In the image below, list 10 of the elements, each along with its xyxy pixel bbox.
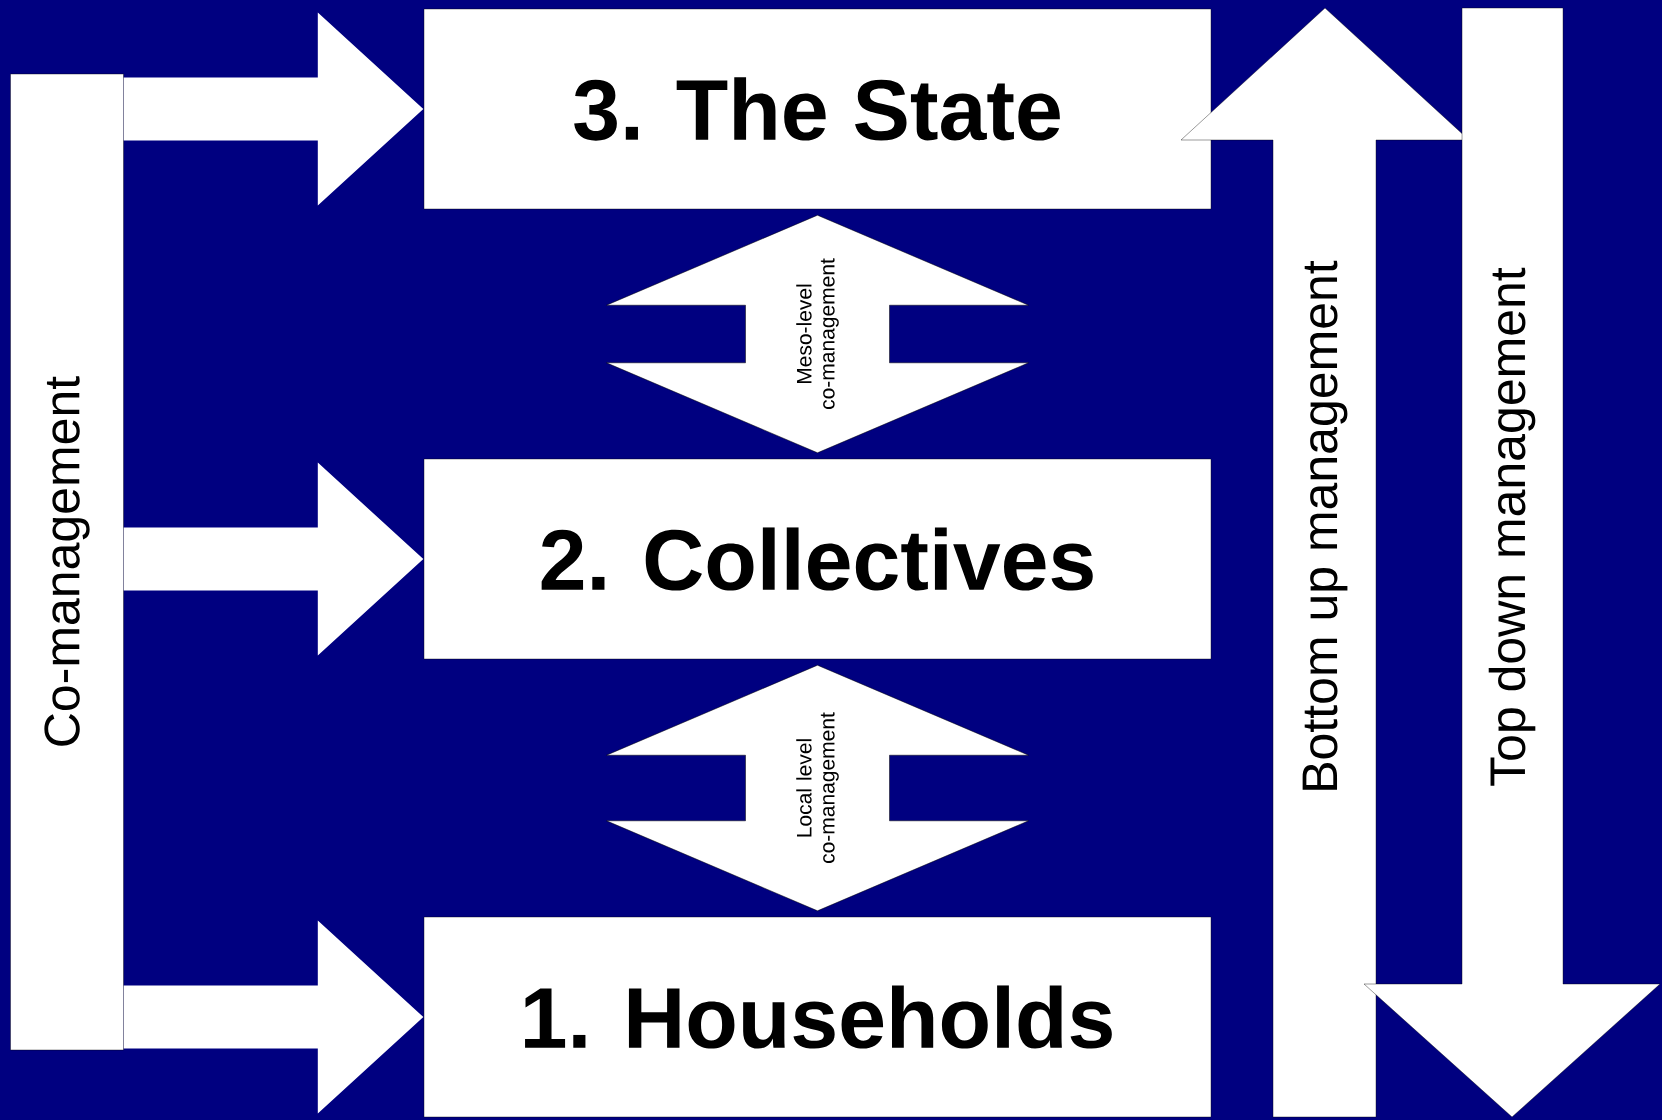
arrow <box>606 214 1029 454</box>
edge-label: Local level co-management <box>796 712 839 863</box>
vertical-bar: Co-management <box>10 73 124 1051</box>
level-box: 2. Collectives <box>423 458 1212 660</box>
level-box: 3. The State <box>423 8 1212 210</box>
node-label: Bottom up management <box>1302 260 1348 790</box>
arrow <box>606 664 1029 912</box>
edge-label: Meso-level co-management <box>796 258 839 409</box>
node-label: Top down management <box>1488 267 1536 786</box>
level-box: 1. Households <box>423 916 1212 1118</box>
